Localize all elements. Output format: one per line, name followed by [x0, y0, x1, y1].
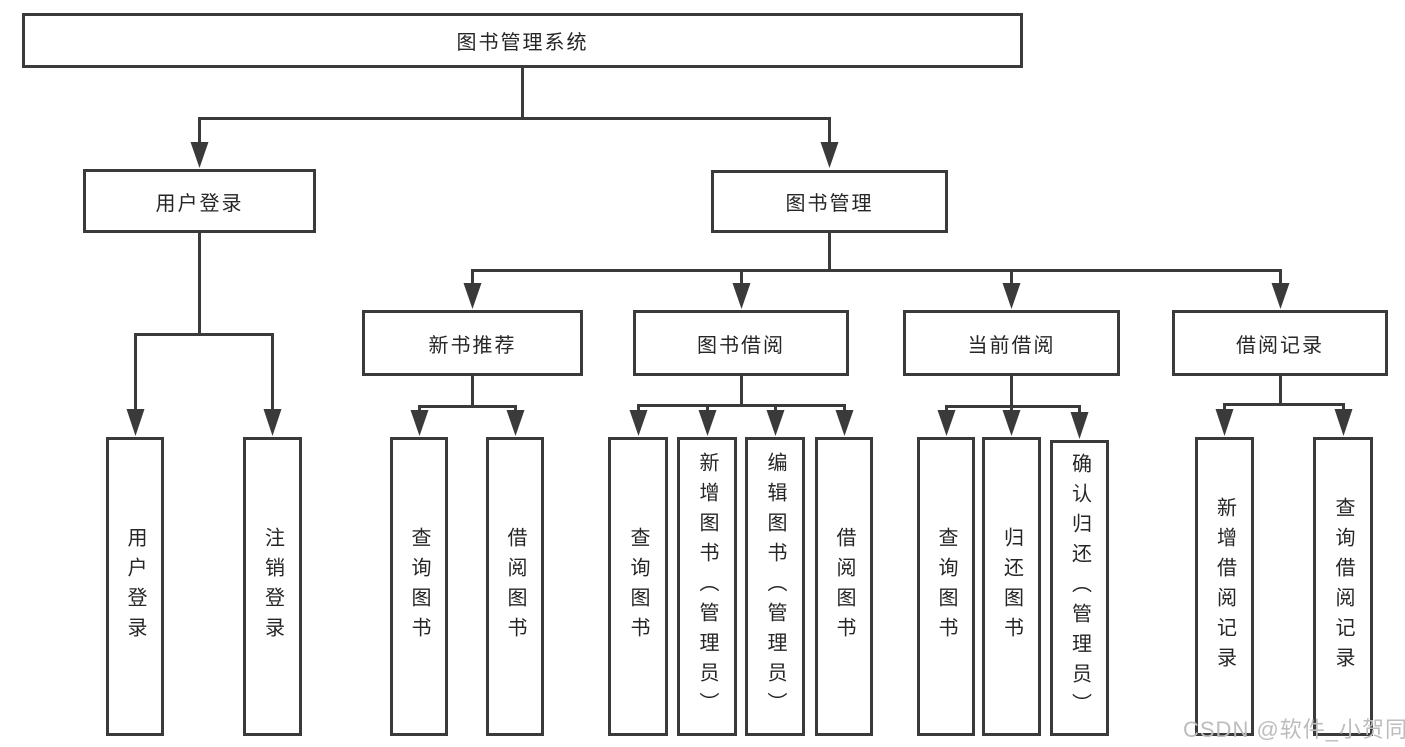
arrow-to-leaf-logout [263, 409, 282, 436]
leaf-records-add-record-label: 新增借阅记录 [1213, 496, 1236, 677]
connector-user-login-branch [134, 231, 274, 412]
leaf-records-add-record: 新增借阅记录 [1195, 437, 1254, 736]
leaf-borrow-add-books-admin-label: 新增图书（管理员） [696, 451, 718, 722]
node-root-system: 图书管理系统 [22, 13, 1023, 68]
leaf-current-query-books-label: 查询图书 [935, 526, 957, 647]
leaf-logout-login-label: 注销登录 [261, 526, 284, 647]
arrow-to-book-management [820, 142, 839, 168]
arrow-to-records-query [1334, 409, 1353, 436]
leaf-current-confirm-return-admin-label: 确认归还（管理员） [1068, 453, 1091, 723]
leaf-logout-login: 注销登录 [243, 437, 302, 736]
arrow-to-borrow-borrow [835, 410, 854, 436]
arrow-to-borrow-records [1271, 283, 1290, 309]
arrow-to-user-login [190, 142, 209, 168]
connector-book-management-branch [471, 231, 1282, 286]
connector-recommend-branch [418, 374, 517, 413]
arrow-to-recommend-query [410, 410, 429, 436]
arrow-to-recommend-borrow [506, 410, 525, 436]
arrow-to-current-query [937, 410, 956, 436]
arrow-to-new-book-recommend [463, 283, 482, 309]
arrowheads [126, 142, 1353, 439]
arrow-to-records-add [1215, 409, 1234, 436]
node-user-login: 用户登录 [83, 169, 316, 233]
leaf-recommend-borrow-books-label: 借阅图书 [504, 526, 526, 647]
leaf-borrow-borrow-books: 借阅图书 [815, 437, 873, 736]
leaf-records-query-record-label: 查询借阅记录 [1332, 496, 1354, 677]
connector-borrow-branch [637, 374, 846, 413]
leaf-current-query-books: 查询图书 [917, 437, 975, 736]
connector-current-branch [945, 374, 1081, 415]
leaf-borrow-query-books-label: 查询图书 [627, 526, 649, 647]
arrow-to-borrow-add [698, 410, 717, 436]
csdn-watermark: CSDN @软件_小贺同学 [1183, 717, 1405, 742]
arrow-to-current-borrow [1002, 283, 1021, 309]
connector-root-to-level2 [198, 66, 831, 146]
leaf-current-return-books: 归还图书 [982, 437, 1041, 736]
leaf-user-login: 用户登录 [106, 437, 164, 736]
node-current-borrow: 当前借阅 [903, 310, 1120, 376]
leaf-user-login-label: 用户登录 [124, 526, 146, 647]
leaf-borrow-add-books-admin: 新增图书（管理员） [677, 437, 737, 736]
connector-records-branch [1223, 374, 1345, 412]
arrow-to-borrow-edit [766, 410, 785, 436]
leaf-borrow-edit-books-admin-label: 编辑图书（管理员） [764, 451, 786, 722]
leaf-recommend-borrow-books: 借阅图书 [486, 437, 544, 736]
node-borrow-records: 借阅记录 [1172, 310, 1388, 376]
arrow-to-borrow-query [629, 410, 648, 436]
leaf-current-return-books-label: 归还图书 [1000, 526, 1023, 647]
leaf-recommend-query-books-label: 查询图书 [408, 526, 430, 647]
arrow-to-current-return [1002, 410, 1021, 436]
leaf-borrow-edit-books-admin: 编辑图书（管理员） [745, 437, 805, 736]
arrow-to-book-borrow [732, 283, 751, 309]
node-book-borrow: 图书借阅 [633, 310, 849, 376]
leaf-borrow-borrow-books-label: 借阅图书 [833, 526, 855, 647]
leaf-recommend-query-books: 查询图书 [390, 437, 448, 736]
arrow-to-leaf-user-login [126, 409, 145, 436]
node-new-book-recommend: 新书推荐 [362, 310, 583, 376]
leaf-current-confirm-return-admin: 确认归还（管理员） [1050, 440, 1109, 736]
node-book-management: 图书管理 [711, 170, 948, 233]
leaf-records-query-record: 查询借阅记录 [1313, 437, 1373, 736]
leaf-borrow-query-books: 查询图书 [608, 437, 668, 736]
arrow-to-current-confirm [1070, 412, 1089, 439]
